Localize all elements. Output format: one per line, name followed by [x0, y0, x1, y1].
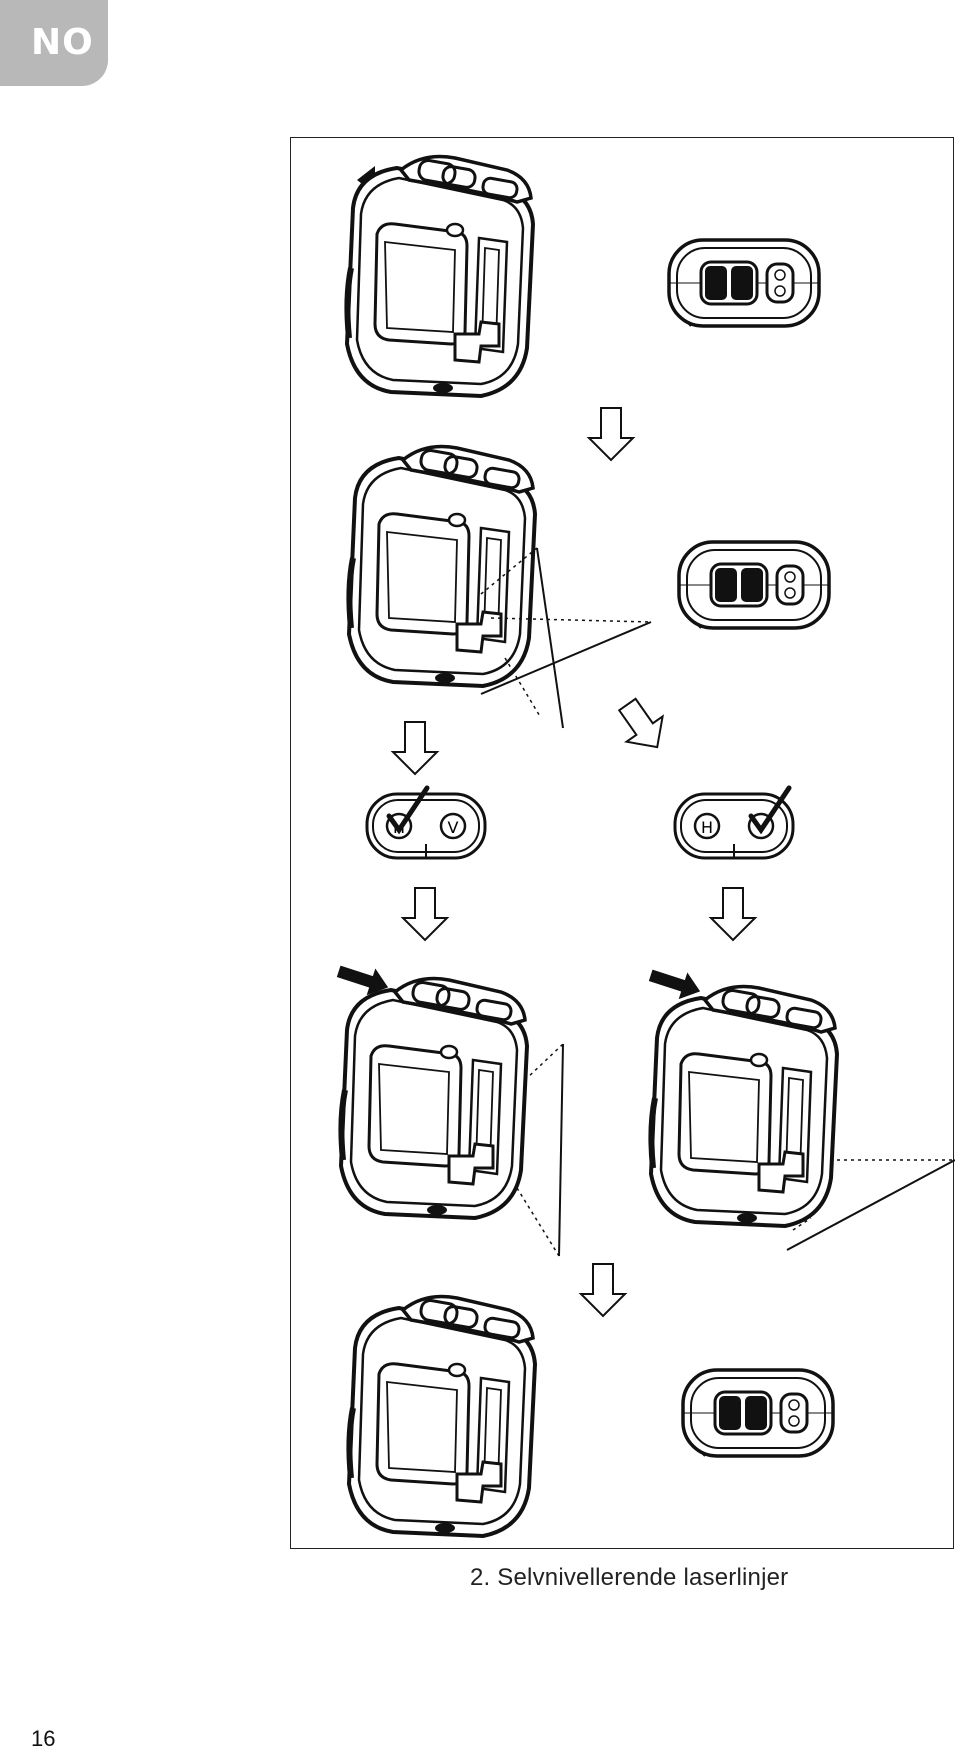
v-label: V [448, 818, 459, 837]
hollow-arrow-down-icon [580, 1263, 626, 1317]
remote-control-icon [677, 540, 831, 630]
hollow-arrow-down-icon [588, 407, 634, 461]
laser-line-icon [786, 1159, 955, 1251]
v-selector-pill: H V [673, 785, 795, 860]
laser-level-device-icon [349, 1297, 535, 1537]
laser-level-device-icon [651, 987, 837, 1227]
language-tab-label: NO [31, 22, 94, 63]
language-tab: NO [0, 0, 108, 86]
hollow-arrow-down-icon [710, 887, 756, 941]
laser-level-device-icon [341, 979, 527, 1219]
h-label: H [701, 818, 713, 837]
page-number: 16 [31, 1726, 56, 1751]
laser-level-device-icon [347, 157, 533, 397]
laser-line-icon [516, 1043, 564, 1257]
laser-level-device-icon [349, 447, 535, 687]
hollow-arrow-diagonal-icon [608, 690, 677, 761]
laser-line-icon [480, 547, 652, 729]
hollow-arrow-down-icon [402, 887, 448, 941]
hollow-arrow-down-icon [392, 721, 438, 775]
remote-control-icon [681, 1368, 835, 1458]
instruction-figure: H V H V [290, 137, 955, 1549]
h-selector-pill: H V [365, 785, 487, 860]
remote-control-icon [667, 238, 821, 328]
checkmark-icon [748, 785, 792, 835]
checkmark-icon [386, 785, 430, 835]
figure-caption: 2. Selvnivellerende laserlinjer [470, 1564, 789, 1591]
